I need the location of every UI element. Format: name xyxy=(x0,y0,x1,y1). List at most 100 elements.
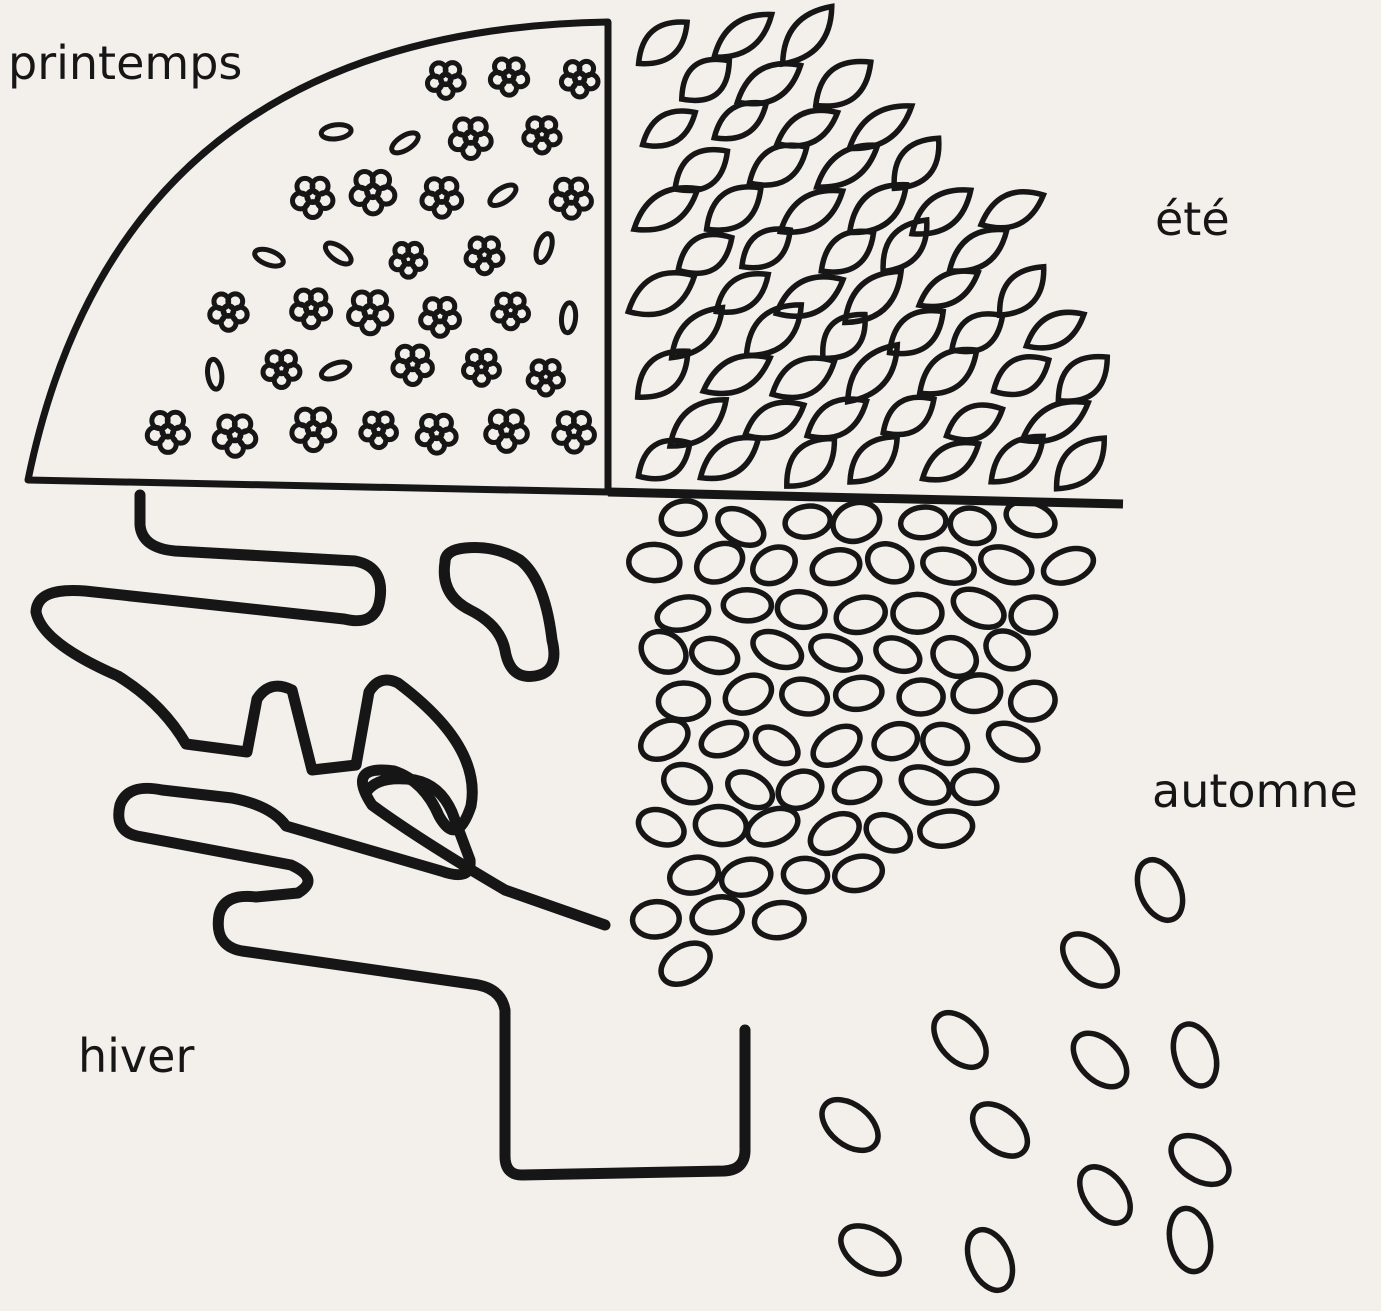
flower-center xyxy=(307,191,319,203)
summer-leaf xyxy=(628,10,697,75)
flower-center xyxy=(566,192,578,204)
flower-center xyxy=(307,422,319,434)
autumn-leaf xyxy=(952,770,997,804)
autumn-leaf xyxy=(782,857,829,894)
autumn-leaf xyxy=(896,760,955,810)
autumn-leaf xyxy=(976,540,1037,590)
branch-knot xyxy=(444,548,554,677)
flower xyxy=(466,238,503,274)
autumn-leaf xyxy=(899,679,944,714)
spring-leaf xyxy=(560,302,577,333)
flower xyxy=(417,415,456,453)
flower-center xyxy=(223,306,234,317)
flower xyxy=(493,294,529,329)
spring-leaf xyxy=(389,129,422,157)
autumn-leaf xyxy=(917,807,976,850)
summer-quadrant-leaves xyxy=(620,0,1119,500)
autumn-leaf xyxy=(919,544,978,588)
falling-leaf xyxy=(1164,1205,1216,1276)
falling-leaf xyxy=(1053,924,1127,997)
spring-leaf xyxy=(487,181,520,209)
flower xyxy=(147,412,188,452)
flower-center xyxy=(568,425,580,437)
flower-center xyxy=(434,311,445,322)
flower xyxy=(421,299,460,337)
autumn-leaf xyxy=(946,503,998,548)
flower-center xyxy=(505,305,515,315)
flower-center xyxy=(367,185,380,198)
summer-leaf xyxy=(669,223,741,286)
falling-leaf xyxy=(1063,1023,1136,1097)
flower-center xyxy=(276,363,287,374)
summer-leaf xyxy=(635,100,703,157)
autumn-leaf xyxy=(869,718,922,765)
summer-leaf xyxy=(629,429,699,491)
flower xyxy=(292,409,335,451)
flower-center xyxy=(465,132,477,144)
flower xyxy=(464,350,500,385)
autumn-leaf xyxy=(717,854,775,901)
summer-leaf xyxy=(981,424,1054,493)
autumn-leaf xyxy=(1039,542,1098,589)
flower xyxy=(391,243,426,277)
summer-leaf xyxy=(839,426,908,494)
flower-center xyxy=(364,305,376,317)
autumn-leaf xyxy=(809,545,863,588)
autumn-quadrant-leaves xyxy=(628,496,1098,993)
spring-leaf xyxy=(252,246,285,270)
flower xyxy=(554,413,595,453)
autumn-leaf xyxy=(916,717,974,771)
flower-center xyxy=(373,424,383,434)
flower xyxy=(293,178,333,217)
autumn-leaf xyxy=(693,804,748,847)
autumn-leaf xyxy=(806,629,865,677)
autumn-leaf xyxy=(688,633,742,678)
autumn-leaf xyxy=(947,581,1010,634)
flower xyxy=(524,118,560,153)
label-ete: été xyxy=(1155,196,1230,242)
autumn-leaf xyxy=(778,675,831,719)
flower xyxy=(210,294,247,330)
autumn-leaf xyxy=(861,536,918,589)
autumn-leaf xyxy=(696,716,751,762)
autumn-leaf xyxy=(899,505,947,540)
autumn-leaf xyxy=(633,803,689,852)
autumn-leaf xyxy=(775,589,828,631)
falling-leaf xyxy=(1128,853,1191,928)
flower-center xyxy=(501,424,513,436)
autumn-leaf xyxy=(1007,678,1058,723)
autumn-leaf xyxy=(893,594,943,633)
falling-leaf xyxy=(1162,1126,1237,1195)
flower-center xyxy=(479,249,490,260)
autumn-leaf xyxy=(752,899,806,941)
label-hiver: hiver xyxy=(78,1033,194,1079)
flower-center xyxy=(436,191,447,202)
autumn-leaf xyxy=(833,674,884,712)
flower-center xyxy=(574,73,584,83)
label-printemps: printemps xyxy=(8,40,242,86)
flower-center xyxy=(476,362,486,372)
spring-leaf xyxy=(319,359,352,383)
falling-leaf xyxy=(832,1216,907,1284)
flower-center xyxy=(440,74,451,85)
flower xyxy=(351,171,395,214)
falling-leaf xyxy=(1166,1018,1225,1092)
autumn-leaf xyxy=(983,716,1044,768)
falling-leaf xyxy=(1070,1157,1141,1232)
spring-leaf xyxy=(322,239,355,268)
flower xyxy=(528,361,563,395)
flower xyxy=(450,119,491,159)
falling-leaf xyxy=(813,1089,888,1160)
summer-leaf xyxy=(660,388,736,458)
flower-center xyxy=(407,358,418,369)
autumn-leaf xyxy=(654,935,718,993)
falling-leaves xyxy=(813,853,1238,1298)
autumn-leaf xyxy=(829,762,885,809)
autumn-leaf xyxy=(658,757,717,809)
autumn-leaf xyxy=(666,853,722,898)
flower xyxy=(551,179,591,218)
autumn-leaf xyxy=(827,496,885,548)
flower-center xyxy=(162,425,174,437)
flower-center xyxy=(305,302,316,313)
autumn-leaf xyxy=(783,503,832,540)
